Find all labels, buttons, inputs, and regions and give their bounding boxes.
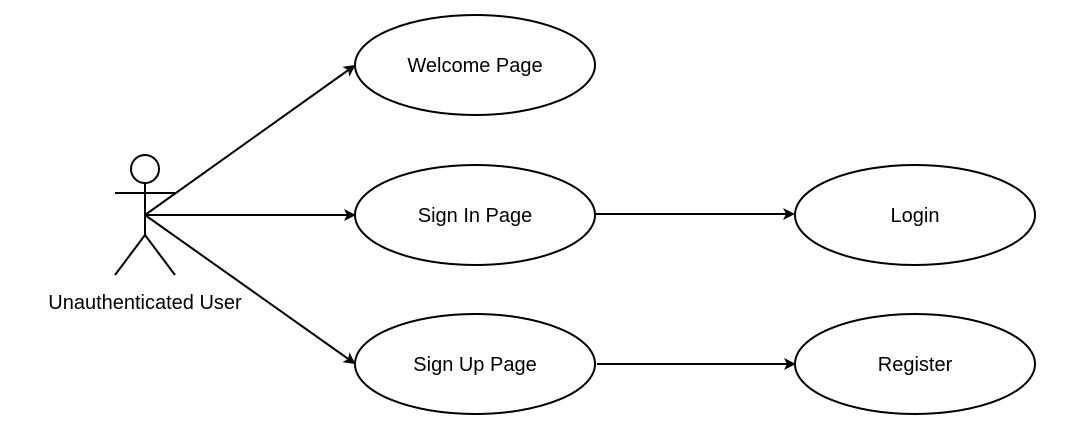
use-case-register-label: Register: [878, 354, 953, 376]
connector-actor-welcome: [144, 64, 356, 216]
use-case-sign-up: Sign Up Page: [354, 313, 596, 415]
use-case-sign-up-ellipse: [354, 313, 596, 415]
actor-right-leg: [144, 234, 176, 276]
actor-left-leg: [114, 234, 146, 276]
use-case-welcome-label: Welcome Page: [407, 55, 542, 77]
use-case-register: Register: [794, 313, 1036, 415]
use-case-register-ellipse: [794, 313, 1036, 415]
use-case-sign-in-label: Sign In Page: [418, 205, 533, 227]
use-case-sign-in: Sign In Page: [354, 164, 596, 266]
use-case-login-ellipse: [794, 164, 1036, 266]
connector-actor-signup: [144, 214, 356, 365]
actor-head: [130, 154, 160, 184]
use-case-welcome-ellipse: [354, 14, 596, 116]
use-case-login: Login: [794, 164, 1036, 266]
use-case-sign-in-ellipse: [354, 164, 596, 266]
actor-figure: [114, 154, 176, 276]
use-case-welcome: Welcome Page: [354, 14, 596, 116]
use-case-login-label: Login: [891, 205, 940, 227]
actor-label: Unauthenticated User: [48, 292, 242, 314]
use-case-sign-up-label: Sign Up Page: [413, 354, 536, 376]
